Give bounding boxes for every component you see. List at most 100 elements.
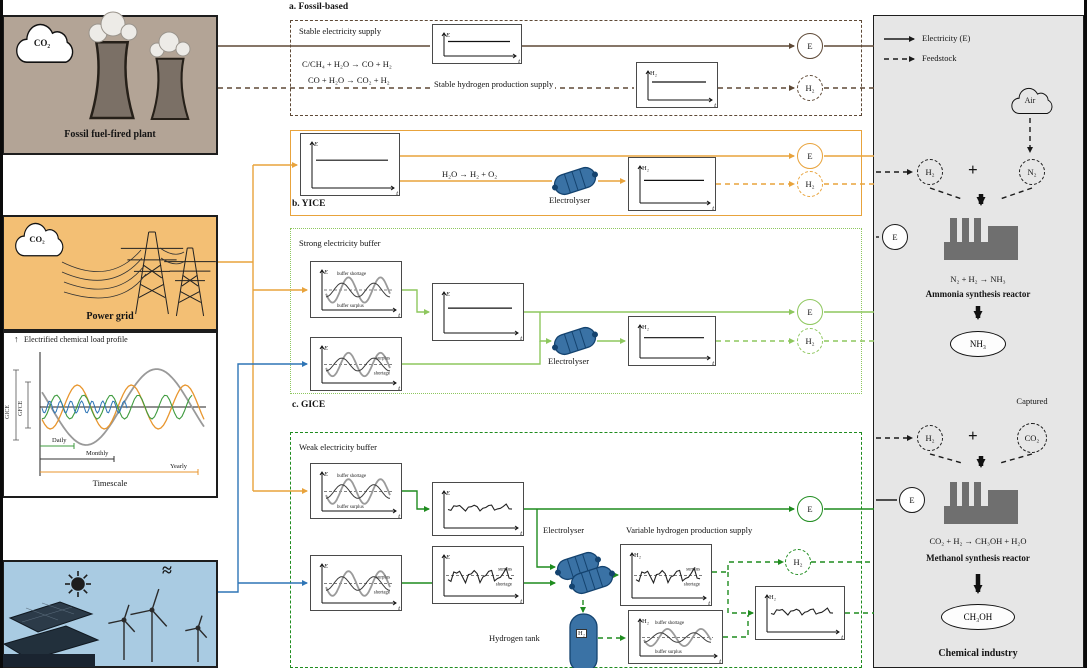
node-ammonia-n2: N₂ <box>1019 159 1045 185</box>
svg-text:t: t <box>396 190 398 196</box>
svg-text:E: E <box>323 471 328 478</box>
section-c-label: c. GICE <box>292 400 326 410</box>
svg-text:E: E <box>323 269 328 276</box>
air-label: Air <box>1024 96 1036 105</box>
node-ammonia-h2: H₂ <box>917 159 943 185</box>
approx-symbol: ≈ <box>162 560 172 580</box>
svg-text:E: E <box>445 32 450 39</box>
svg-text:H₂: H₂ <box>634 552 641 559</box>
svg-text:t: t <box>398 385 400 391</box>
load-profile-title: Electrified chemical load profile <box>24 335 128 344</box>
ch3oh-product: CH₃OH <box>941 604 1015 630</box>
graph-b-hydrogen: H₂ t <box>628 157 716 211</box>
variable-hydrogen-label: Variable hydrogen production supply <box>624 525 755 536</box>
electrolyser-label-c: Electrolyser <box>546 356 592 367</box>
methanol-equation: CO₂ + H₂ → CH₃OH + H₂O <box>929 536 1027 546</box>
node-strong-hydrogen: H₂ <box>797 328 823 354</box>
svg-text:H₂: H₂ <box>642 165 649 172</box>
timescale-label: Timescale <box>92 478 128 488</box>
section-b-box <box>290 130 862 216</box>
section-b-label: b. YICE <box>292 199 326 209</box>
svg-text:shortage: shortage <box>496 583 512 588</box>
svg-text:E: E <box>323 563 328 570</box>
svg-text:t: t <box>398 513 400 519</box>
svg-text:t: t <box>712 360 714 366</box>
reforming-equation-2: CO + H₂O → CO₂ + H₂ <box>306 75 392 86</box>
power-grid-label: Power grid <box>86 311 134 322</box>
svg-text:surplus: surplus <box>686 568 700 573</box>
svg-text:t: t <box>708 600 710 606</box>
svg-text:surplus: surplus <box>498 568 512 573</box>
svg-text:H₂: H₂ <box>642 324 649 331</box>
graph-a-electricity: Et <box>432 24 522 64</box>
section-strong-buffer-box <box>290 228 862 394</box>
node-methanol-co2: CO₂ <box>1017 423 1047 453</box>
gice-axis-label: GICE <box>5 405 11 419</box>
svg-text:buffer surplus: buffer surplus <box>337 505 364 510</box>
svg-text:t: t <box>841 634 843 640</box>
daily-label: Daily <box>52 437 67 444</box>
legend-electricity-label: Electricity (E) <box>922 33 971 43</box>
svg-text:buffer shortage: buffer shortage <box>337 272 366 277</box>
svg-text:E: E <box>445 490 450 497</box>
electrolyser-label-b: Electrolyser <box>547 195 593 206</box>
node-weak-hydrogen: H₂ <box>785 549 811 575</box>
svg-text:H₂: H₂ <box>769 594 776 601</box>
right-edge <box>1084 0 1087 668</box>
ch3oh-label: CH₃OH <box>963 612 993 622</box>
graph-weak-electricity: Et <box>432 482 524 536</box>
svg-text:t: t <box>714 102 716 108</box>
reforming-equation-1: C/CH₄ + H₂O → CO + H₂ <box>300 59 394 70</box>
node-strong-electricity: E <box>797 299 823 325</box>
svg-text:E: E <box>445 554 450 561</box>
methanol-reactor-label: Methanol synthesis reactor <box>926 553 1030 563</box>
graph-strong-electricity: Et <box>432 283 524 341</box>
hydrogen-tank-label: Hydrogen tank <box>489 633 540 643</box>
svg-text:H₂: H₂ <box>650 70 657 77</box>
graph-weak-hydrogen-out: H₂ t <box>755 586 845 640</box>
chemical-industry-label: Chemical industry <box>938 648 1018 659</box>
plus-ammonia: + <box>968 160 978 179</box>
node-yice-hydrogen: H₂ <box>797 171 823 197</box>
svg-text:t: t <box>518 58 520 64</box>
node-yice-electricity: E <box>797 143 823 169</box>
svg-text:t: t <box>712 205 714 211</box>
ammonia-reactor-label: Ammonia synthesis reactor <box>925 289 1031 299</box>
left-edge <box>0 0 3 668</box>
svg-text:surplus: surplus <box>376 357 390 362</box>
node-fossil-hydrogen: H₂ <box>797 75 823 101</box>
graph-a-hydrogen: H₂ t <box>636 62 718 108</box>
monthly-label: Monthly <box>86 450 109 457</box>
svg-text:t: t <box>398 605 400 611</box>
svg-text:buffer surplus: buffer surplus <box>655 650 682 655</box>
nh3-label: NH₃ <box>969 339 987 349</box>
svg-text:H₂: H₂ <box>642 618 649 625</box>
section-a-box <box>290 20 862 116</box>
node-fossil-electricity: E <box>797 33 823 59</box>
weak-buffer-label: Weak electricity buffer <box>299 442 377 452</box>
svg-text:E: E <box>445 291 450 298</box>
svg-text:E: E <box>313 141 318 148</box>
section-a-label: a. Fossil-based <box>289 2 349 12</box>
svg-text:t: t <box>398 312 400 318</box>
fossil-plant-label: Fossil fuel-fired plant <box>64 129 156 140</box>
svg-text:shortage: shortage <box>684 583 700 588</box>
svg-text:t: t <box>520 335 522 341</box>
electrolysis-equation: H₂O → H₂ + O₂ <box>440 169 500 180</box>
stable-electricity-label: Stable electricity supply <box>299 26 382 36</box>
node-weak-electricity: E <box>797 496 823 522</box>
svg-text:buffer shortage: buffer shortage <box>655 621 684 626</box>
gfce-axis-label: GFCE <box>18 400 24 416</box>
svg-text:t: t <box>719 658 721 664</box>
graph-weak-hydrogen-var: H₂ t surplus shortage <box>620 544 712 606</box>
load-profile-panel <box>2 331 218 498</box>
co2-label-grid: CO₂ <box>29 234 45 244</box>
svg-text:buffer surplus: buffer surplus <box>337 304 364 309</box>
node-methanol-e: E <box>899 487 925 513</box>
svg-text:E: E <box>323 345 328 352</box>
